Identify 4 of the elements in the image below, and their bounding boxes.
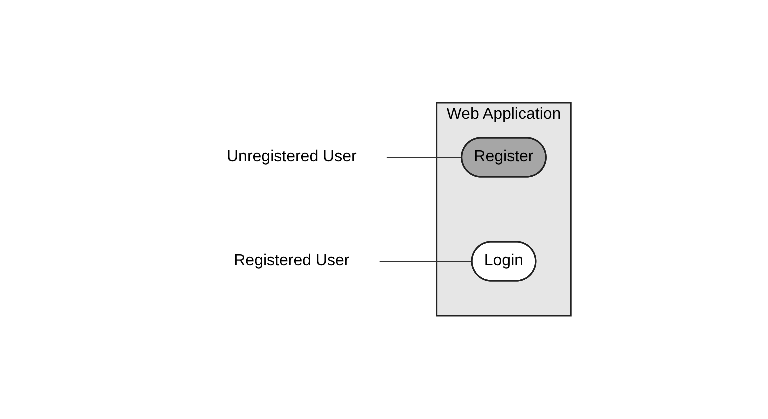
connector bbox=[386, 157, 463, 158]
node-text: Registered User bbox=[234, 252, 350, 270]
connector bbox=[379, 261, 473, 262]
node-text: Unregistered User bbox=[226, 148, 357, 166]
